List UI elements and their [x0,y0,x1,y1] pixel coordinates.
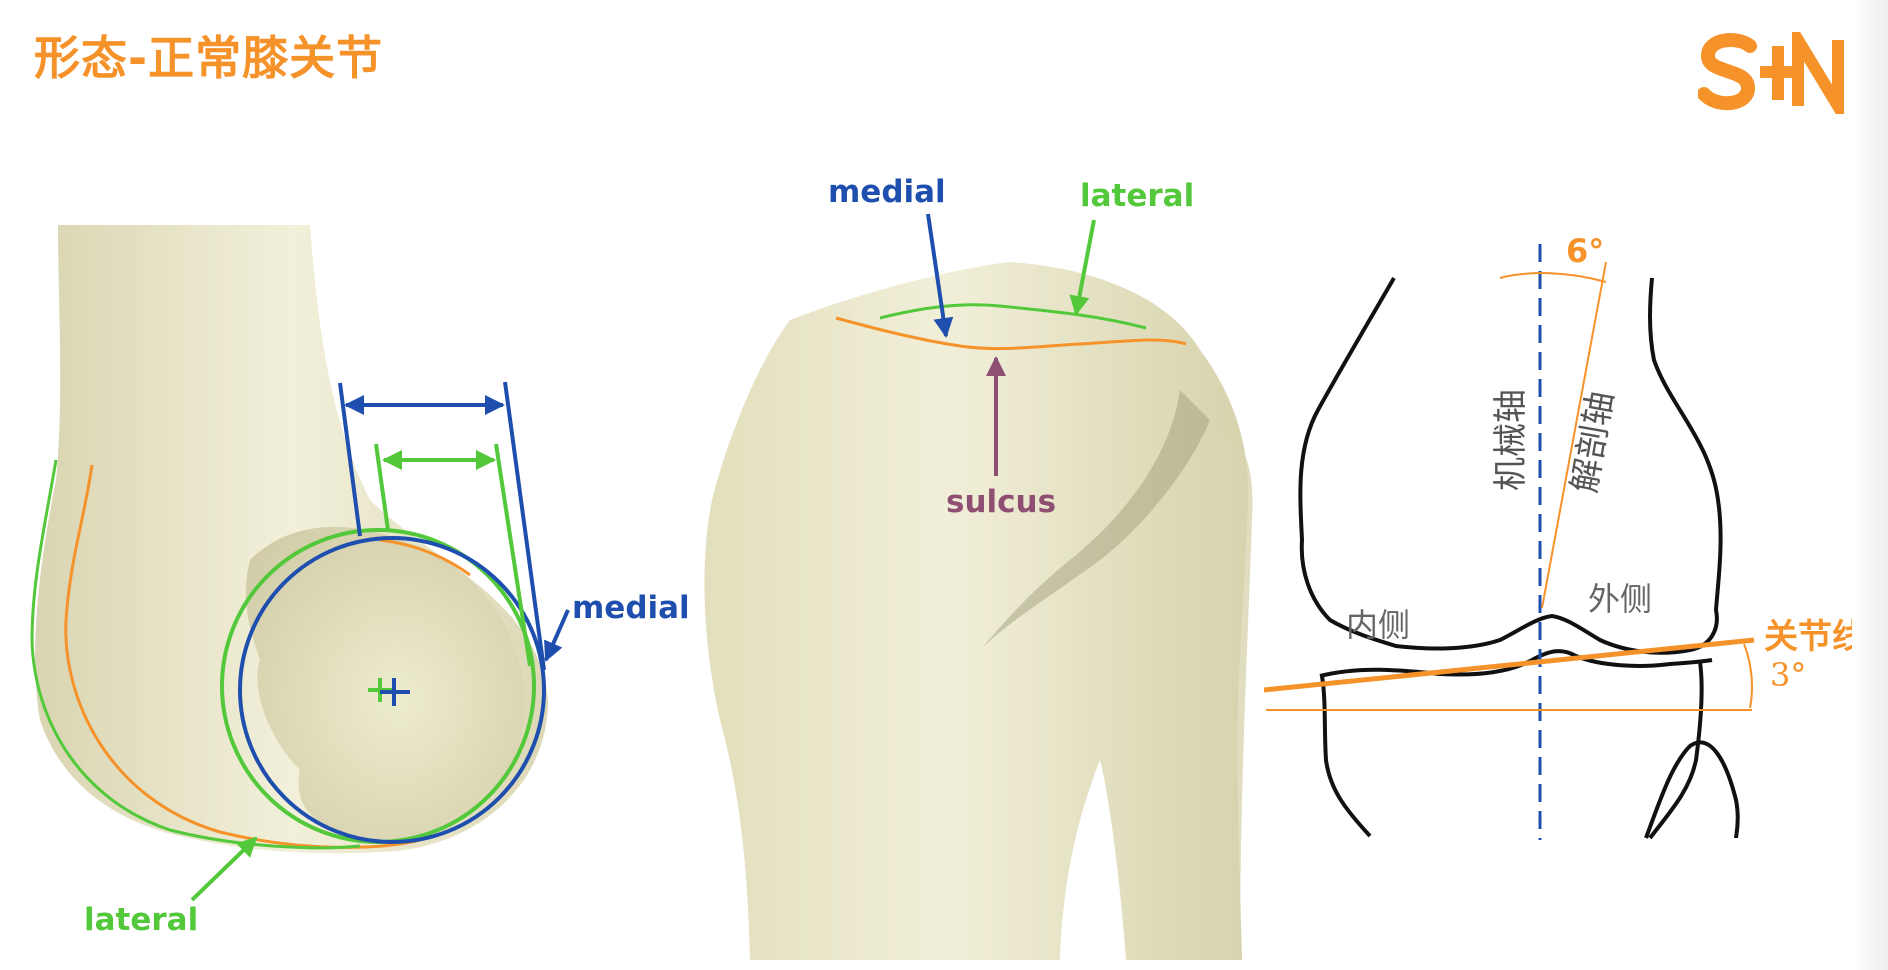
fibula-outline [1644,740,1740,839]
axis-angle-arc [1499,272,1607,283]
lateral-pointer-arrow [190,836,258,902]
joint-line-label: 关节线 [1764,617,1866,657]
medial-side-label: 内侧 [1346,606,1410,644]
sn-logo-icon [1698,32,1844,114]
anatomical-axis-line [1541,261,1607,609]
lateral-tangent-left [374,443,390,531]
joint-line-angle-label: 3° [1770,656,1806,694]
middle-lateral-arrow [1069,219,1096,316]
tibia-outline [1320,661,1704,840]
shadow-fold [980,390,1210,650]
medial-tangent-right [503,381,546,671]
left-lateral-label: lateral [84,902,198,938]
right-edge-shade [1852,0,1888,970]
medial-pointer-arrow [544,609,570,662]
middle-medial-label: medial [828,174,946,210]
sulcus-label: sulcus [946,484,1056,520]
axis-angle-label: 6° [1566,232,1604,270]
medial-condyle-circle [238,536,546,844]
lateral-ridge-green [879,303,1147,330]
condyle-shape [245,526,526,841]
fibula-shape [1205,430,1253,960]
lateral-outline-green [30,459,361,850]
mechanical-axis-label: 机械轴 [1491,389,1531,491]
slide-title: 形态-正常膝关节 [34,31,384,85]
lateral-side-label: 外侧 [1588,580,1652,618]
trochlea-bone-shape [704,262,1249,960]
medial-center-mark [380,678,410,706]
femur-lateral-view-panel: medial lateral [30,225,690,938]
femur-trochlea-view-panel: medial lateral sulcus [704,174,1253,960]
medial-tangent-left [338,382,362,537]
articular-outline-orange [835,316,1187,351]
knee-axes-schematic: 机械轴 解剖轴 内侧 外侧 6° 关节线 3° [1263,232,1866,840]
lateral-tangent-right [494,443,532,667]
condyle-top-outline-orange [379,538,471,577]
femur-outline [1298,276,1723,655]
middle-medial-arrow [926,213,954,338]
joint-line-angle-arc [1743,643,1753,709]
left-medial-label: medial [572,590,690,626]
tibia-plateau-outline [1319,649,1713,678]
joint-line [1263,637,1755,693]
anatomical-axis-label: 解剖轴 [1565,388,1622,495]
middle-lateral-label: lateral [1080,178,1194,214]
